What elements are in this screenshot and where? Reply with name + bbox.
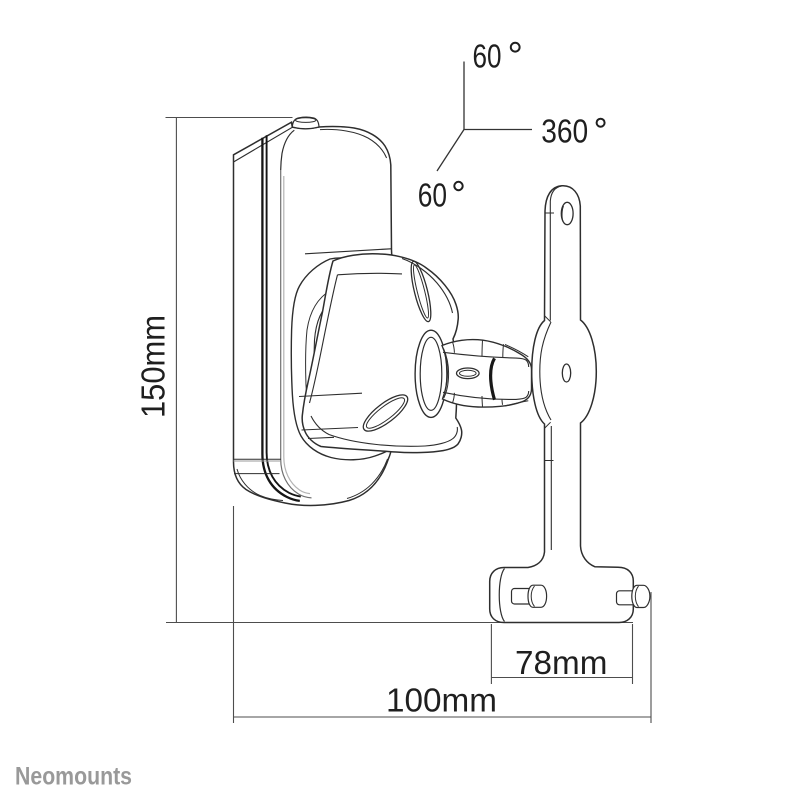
svg-text:60: 60 xyxy=(473,39,502,76)
svg-text:78mm: 78mm xyxy=(515,645,607,682)
svg-text:360: 360 xyxy=(541,114,588,151)
svg-text:100mm: 100mm xyxy=(386,683,497,720)
svg-text:Neomounts: Neomounts xyxy=(15,763,132,791)
svg-text:60: 60 xyxy=(418,178,447,215)
svg-text:150mm: 150mm xyxy=(135,315,172,418)
